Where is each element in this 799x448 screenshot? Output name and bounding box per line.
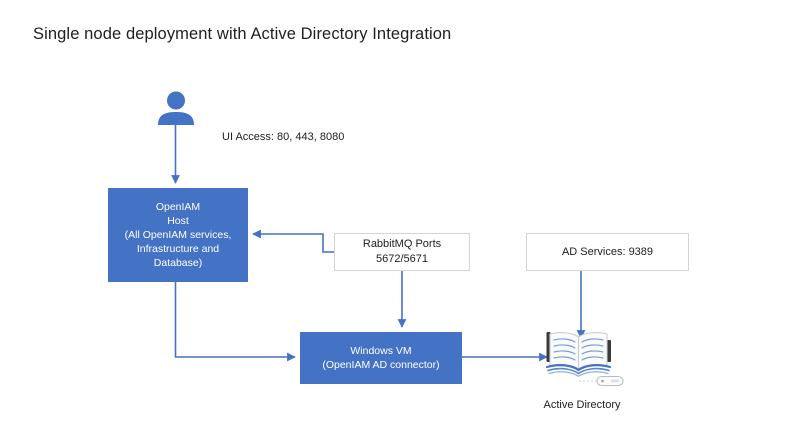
node-rabbitmq-ports-line-2: 5672/5671 — [376, 253, 428, 265]
node-openiam-host-line-1: OpenIAM — [155, 201, 201, 213]
node-openiam-host-line-3: (All OpenIAM services, — [124, 229, 232, 241]
connector-openiam-host-to-windows-vm — [174, 282, 296, 362]
active-directory-label: Active Directory — [543, 399, 621, 411]
user-icon — [155, 91, 197, 129]
node-ad-services[interactable]: AD Services: 9389 — [526, 233, 689, 271]
ui-access-line-2: 80, 443, 8080 — [277, 131, 345, 143]
node-openiam-host-line-4: Infrastructure and — [136, 243, 220, 255]
page-title: Single node deployment with Active Direc… — [33, 25, 452, 43]
node-openiam-host-line-2: Host — [167, 215, 189, 227]
node-windows-vm-line-2: (OpenIAM AD connector) — [322, 359, 440, 371]
node-rabbitmq-ports-line-1: RabbitMQ Ports — [362, 238, 442, 250]
node-rabbitmq-ports[interactable]: RabbitMQ Ports 5672/5671 — [334, 233, 470, 271]
node-openiam-host[interactable]: OpenIAM Host (All OpenIAM services, Infr… — [108, 188, 248, 282]
node-ad-services-line-1: AD Services: 9389 — [561, 245, 654, 258]
node-windows-vm-line-1: Windows VM — [350, 345, 412, 357]
node-openiam-host-line-5: Database) — [153, 257, 203, 269]
connector-rabbitmq-to-openiam-host — [252, 229, 334, 253]
open-book-icon — [541, 326, 625, 388]
node-windows-vm[interactable]: Windows VM (OpenIAM AD connector) — [300, 332, 462, 384]
ui-access-line-1: UI Access: — [222, 131, 274, 143]
ui-access-label: UI Access: 80, 443, 8080 — [222, 130, 344, 145]
